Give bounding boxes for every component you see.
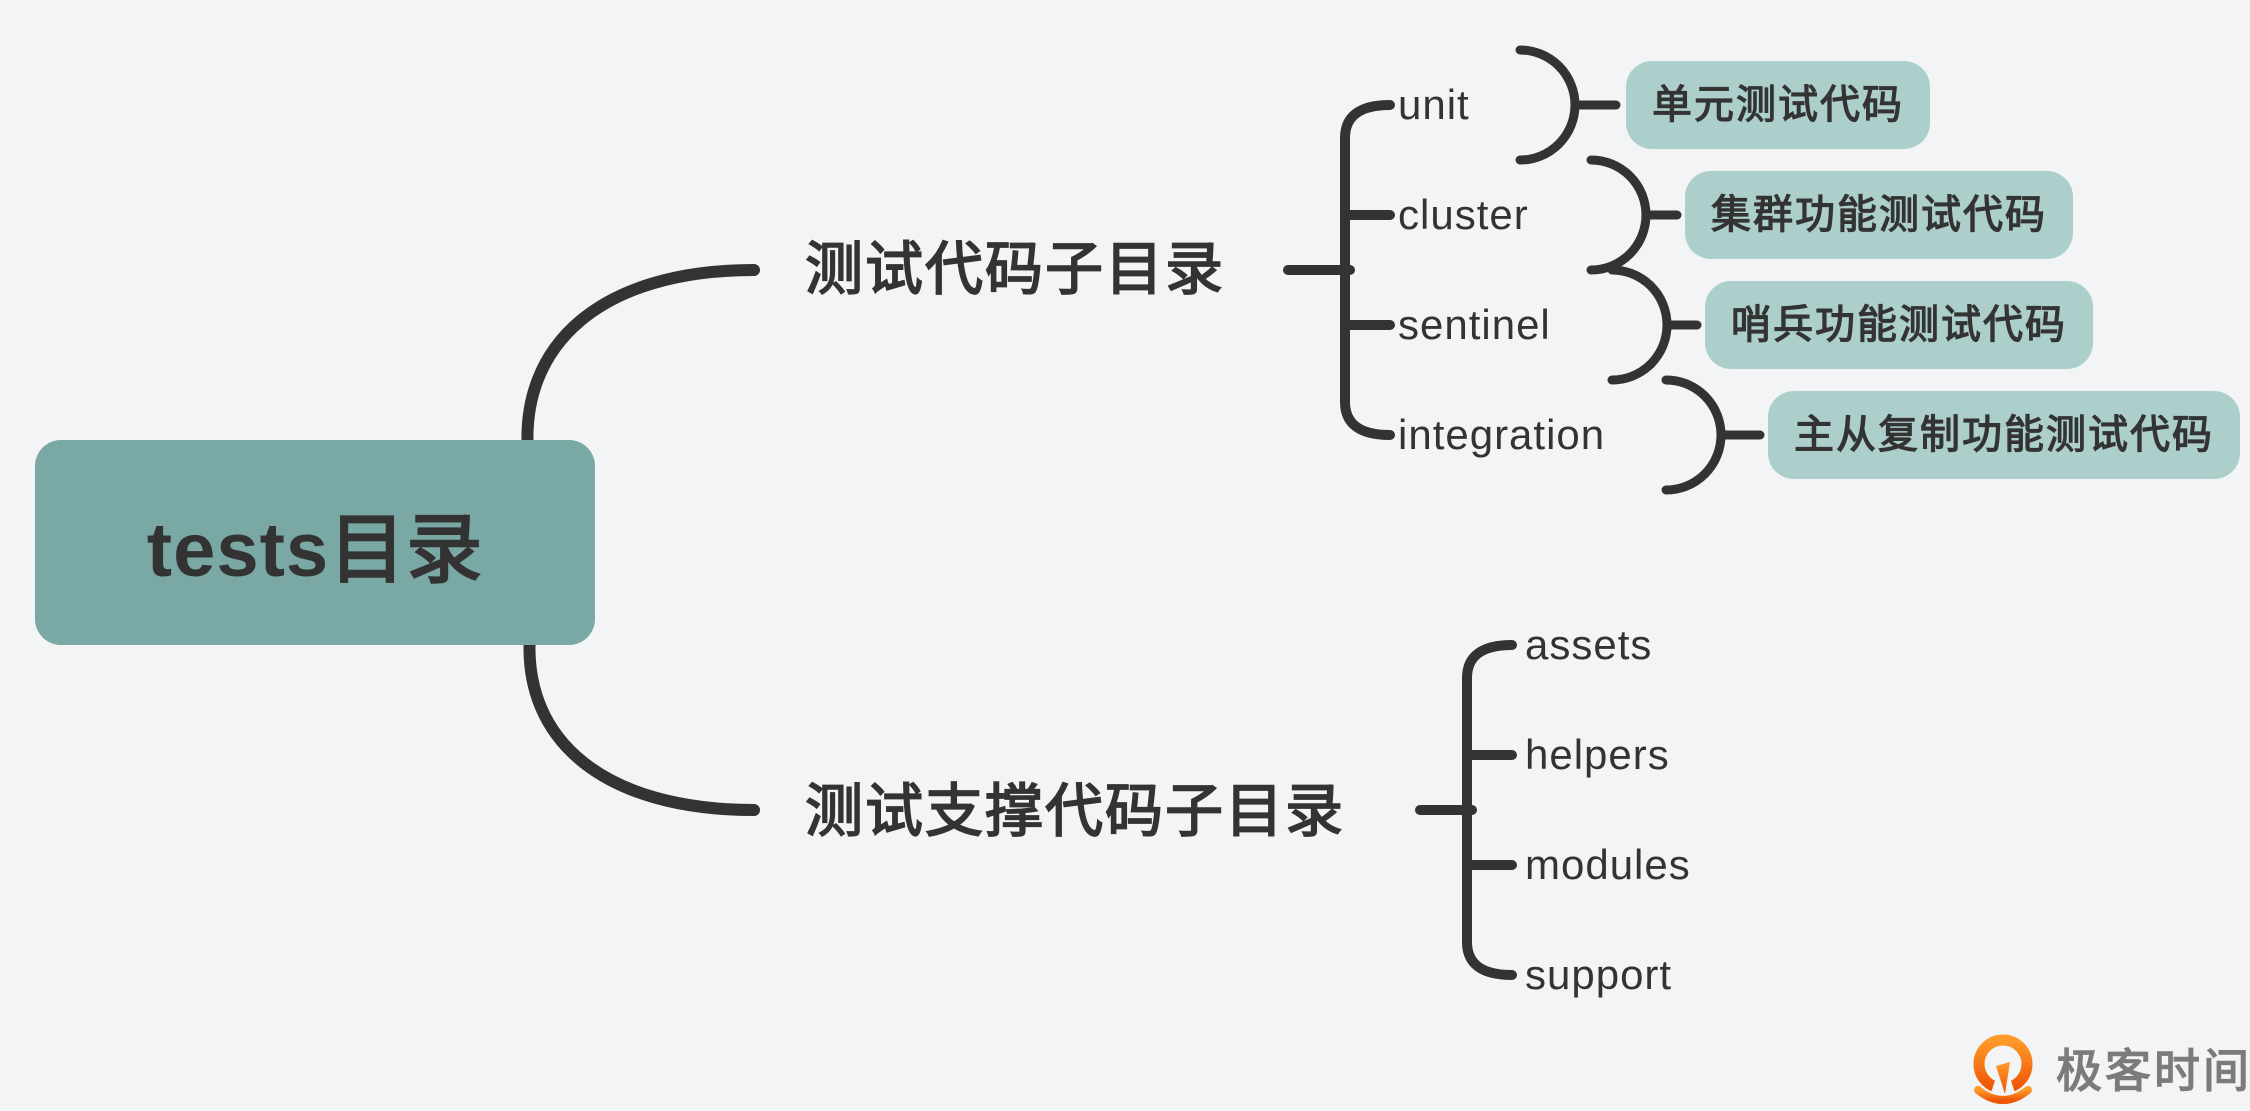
geektime-wordmark: 极客时间 — [2056, 1045, 2250, 1097]
node-test-support-subdir[interactable]: 测试支撑代码子目录 — [805, 779, 1346, 844]
node-sentinel[interactable]: sentinel — [1398, 301, 1551, 348]
node-unit[interactable]: unit — [1398, 81, 1470, 128]
note-unit-test-code[interactable]: 单元测试代码 — [1626, 61, 1930, 149]
branch-curve-top — [521, 264, 760, 458]
root-node-tests[interactable]: tests目录 — [35, 440, 595, 645]
node-cluster[interactable]: cluster — [1398, 191, 1529, 238]
branch2-bracket — [1462, 640, 1517, 980]
node-test-code-subdir[interactable]: 测试代码子目录 — [805, 237, 1226, 302]
node-support[interactable]: support — [1525, 951, 1673, 998]
branch1-bracket — [1340, 100, 1395, 440]
note-replication-test-code[interactable]: 主从复制功能测试代码 — [1768, 391, 2240, 479]
node-integration[interactable]: integration — [1398, 411, 1606, 458]
branch-curve-bottom — [523, 628, 760, 816]
root-node-label: tests目录 — [146, 507, 484, 593]
node-helpers[interactable]: helpers — [1525, 731, 1670, 778]
node-assets[interactable]: assets — [1525, 621, 1653, 668]
geektime-logo-icon — [1973, 1034, 2033, 1104]
cluster-arc — [1586, 155, 1651, 275]
sentinel-arc — [1607, 265, 1672, 385]
note-sentinel-test-code[interactable]: 哨兵功能测试代码 — [1705, 281, 2093, 369]
note-cluster-test-code[interactable]: 集群功能测试代码 — [1685, 171, 2073, 259]
node-modules[interactable]: modules — [1525, 841, 1691, 888]
unit-arc — [1515, 45, 1580, 165]
integration-arc — [1661, 375, 1726, 495]
